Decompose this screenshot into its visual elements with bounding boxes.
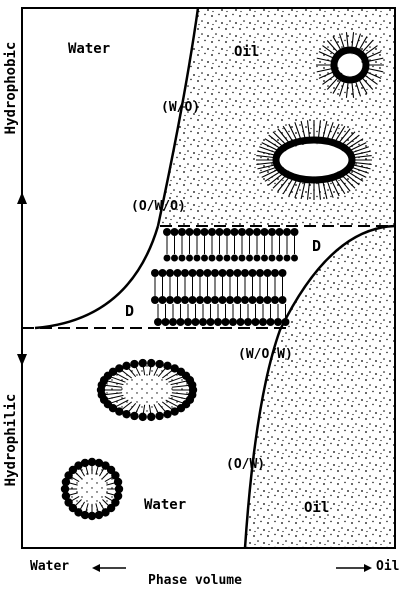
arrow-left-icon xyxy=(92,564,126,572)
boundary-curve-left xyxy=(35,226,158,328)
vertical-double-arrow xyxy=(17,192,27,366)
phase-volume-label: Phase volume xyxy=(148,573,242,588)
wow-label: (W/O/W) xyxy=(238,347,293,362)
water-end-label: Water xyxy=(30,559,69,574)
lamellar-bilayers xyxy=(151,228,299,326)
d-label-left: D xyxy=(125,302,134,320)
reverse-micelle-oval xyxy=(256,120,372,200)
arrow-right-icon xyxy=(336,564,372,572)
micelle-round xyxy=(61,458,123,520)
hydrophilic-label: Hydrophilic xyxy=(3,394,19,487)
wo-label: (W/O) xyxy=(161,100,200,115)
water-label-top: Water xyxy=(68,41,110,57)
hydrophobic-label: Hydrophobic xyxy=(3,42,19,135)
water-label-bottom: Water xyxy=(144,497,186,513)
d-label-right: D xyxy=(312,237,321,255)
oil-label-top: Oil xyxy=(234,44,259,60)
oil-region-top xyxy=(160,8,395,226)
oil-label-bottom: Oil xyxy=(304,500,329,516)
owo-label: (O/W/O) xyxy=(131,199,186,214)
ow-label: (O/W) xyxy=(226,457,265,472)
oil-end-label: Oil xyxy=(376,559,399,574)
micelle-oval xyxy=(97,359,197,421)
